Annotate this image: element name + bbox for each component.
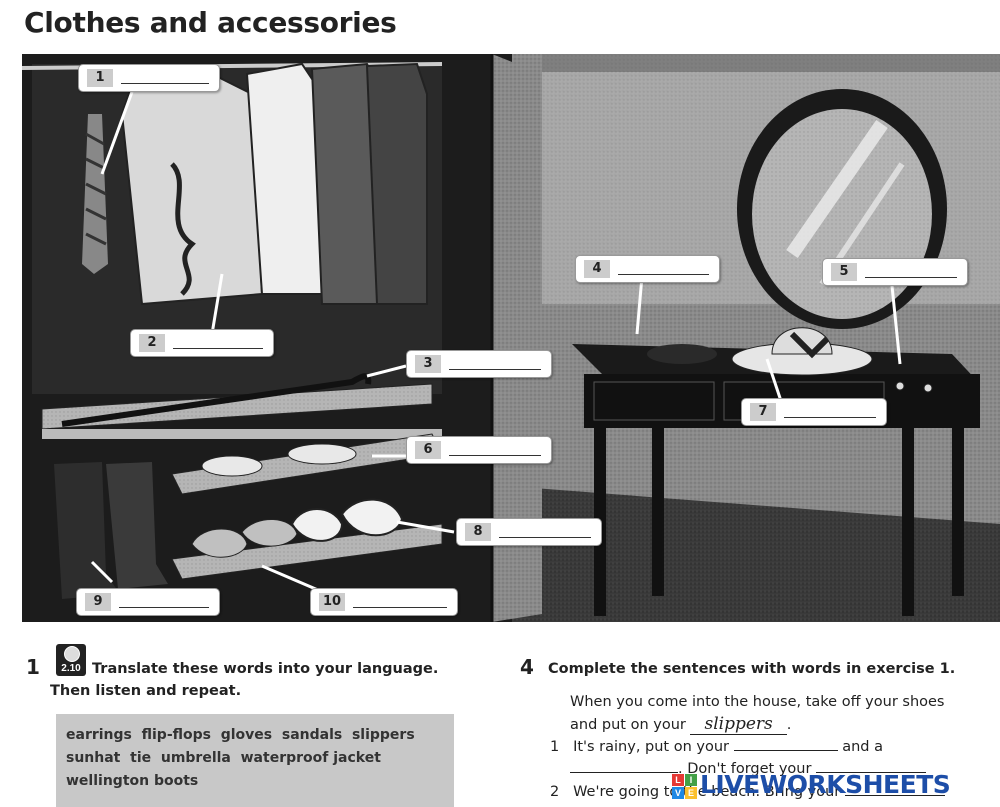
label-number: 5 [831,263,857,281]
label-4: 4 [575,255,720,283]
sentence-2: 2 We're going to the beach. Bring your [550,781,945,803]
logo-letter: V [672,787,684,799]
answer-field[interactable] [618,273,709,275]
label-number: 3 [415,355,441,373]
answer-field[interactable] [499,536,591,538]
word-box-line: sunhat tie umbrella waterproof jacket [66,750,381,766]
sentence-number: 2 [550,784,560,800]
label-7: 7 [741,398,887,426]
answer-field[interactable] [733,750,838,751]
logo-letter: E [685,787,697,799]
label-9: 9 [76,588,220,616]
answer-field[interactable] [119,606,209,608]
label-number: 8 [465,523,491,541]
word-box-line: wellington boots [66,773,199,789]
example-answer: slippers [690,714,787,735]
label-number: 4 [584,260,610,278]
sentence-1: 1 It's rainy, put on your and a [550,739,884,755]
audio-track-code: 2.10 [61,663,81,674]
exercise-1-instruction-2: Then listen and repeat. [50,683,242,699]
label-6: 6 [406,436,552,464]
liveworksheets-logo: L I V E [672,774,698,800]
label-3: 3 [406,350,552,378]
answer-field[interactable] [353,606,447,608]
label-8: 8 [456,518,602,546]
label-2: 2 [130,329,274,357]
answer-field[interactable] [784,416,876,418]
label-number: 7 [750,403,776,421]
liveworksheets-watermark: LIVEWORKSHEETS [700,770,951,799]
page-title: Clothes and accessories [24,6,397,39]
answer-field[interactable] [173,347,263,349]
sentence-1-cont: . Don't forget your [570,758,927,780]
logo-letter: L [672,774,684,786]
disc-icon [64,646,80,662]
exercise-4-instruction: Complete the sentences with words in exe… [548,661,956,677]
answer-field[interactable] [449,368,541,370]
sentence-number: 1 [550,739,560,755]
audio-cd-icon[interactable]: 2.10 [56,644,86,676]
label-number: 10 [319,593,345,611]
exercise-4-number: 4 [520,655,534,679]
answer-field[interactable] [570,772,678,773]
answer-field[interactable] [844,795,945,796]
word-box-line: earrings flip-flops gloves sandals slipp… [66,727,415,743]
label-number: 2 [139,334,165,352]
answer-field[interactable] [121,82,209,84]
label-1: 1 [78,64,220,92]
label-5: 5 [822,258,968,286]
label-number: 9 [85,593,111,611]
word-box: earrings flip-flops gloves sandals slipp… [56,714,454,807]
exercise-1-number: 1 [26,655,40,679]
answer-field[interactable] [816,772,927,773]
answer-field[interactable] [449,454,541,456]
exercise-1-instruction: Translate these words into your language… [92,661,439,677]
label-number: 6 [415,441,441,459]
answer-field[interactable] [865,276,957,278]
label-number: 1 [87,69,113,87]
example-sentence: When you come into the house, take off y… [570,694,945,735]
label-10: 10 [310,588,458,616]
logo-letter: I [685,774,697,786]
